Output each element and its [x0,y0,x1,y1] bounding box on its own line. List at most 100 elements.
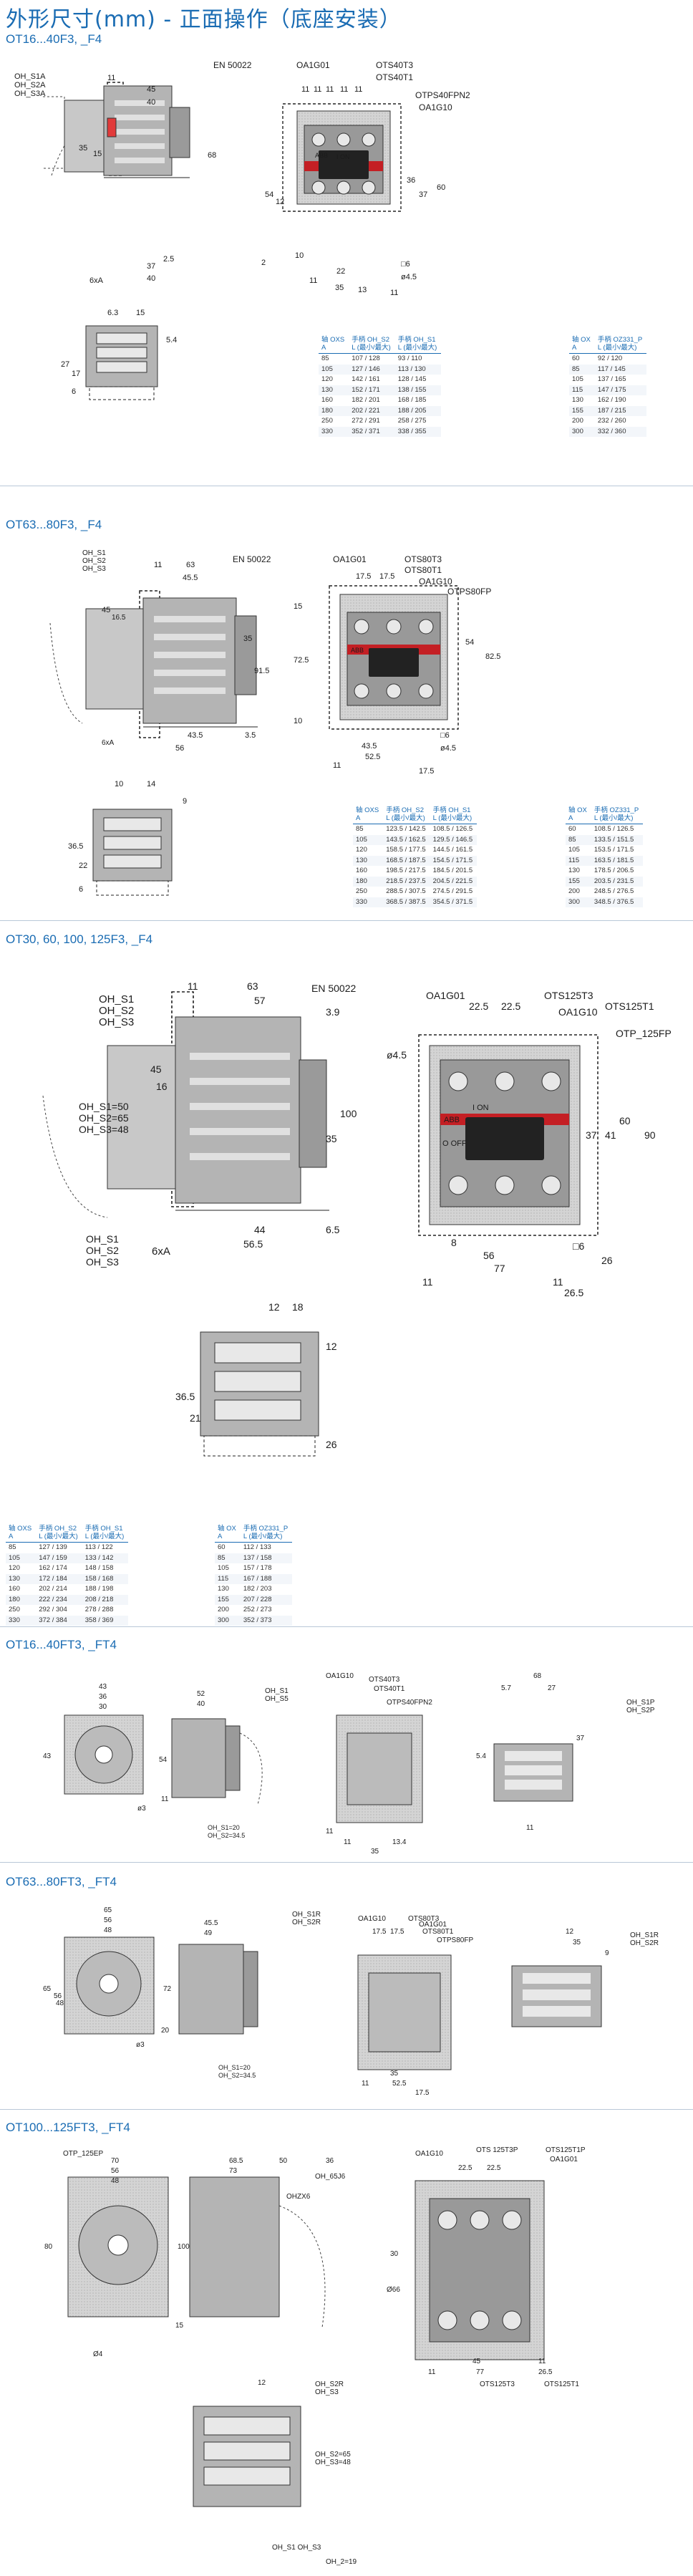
dim: 22.5 [458,2164,472,2172]
header-unit: L (最小/最大) [84,1533,125,1540]
dim: □6 [440,731,450,740]
dim: 5.7 [501,1684,511,1692]
dim: 9 [183,797,187,806]
dim: 11 [188,980,198,992]
dim: 11 [161,1795,169,1803]
s2-side-view [49,590,258,738]
dim: 5.4 [476,1752,486,1760]
label-off-3: O OFF [442,1139,467,1148]
dim: 44 [254,1224,266,1235]
table-cell: 330 [6,1615,37,1626]
label-oa1g01-3: OA1G01 [426,990,465,1001]
dim: 26.5 [564,1287,583,1298]
dim: OH_S1=20 [208,1824,240,1831]
dim: OH_S2=34.5 [208,1832,245,1839]
table-cell: 144.5 / 161.5 [432,846,473,854]
dim: 11 [326,1828,334,1835]
dim: 40 [147,98,155,107]
dim: 8 [451,1237,457,1248]
dim: 26 [601,1255,613,1266]
dim: 27 [548,1684,556,1692]
table-cell: 60 [568,825,576,833]
header-unit: L (最小/最大) [593,814,634,822]
table-cell: 130 [319,385,349,395]
table-cell: 180 [319,405,349,416]
label-abb-1: ABB [315,152,328,159]
dim: 77 [494,1263,505,1274]
table-cell: 85 [321,354,329,362]
header-unit: L (最小/最大) [243,1533,283,1540]
label-ots80t1-5: OTS80T1 [422,1928,454,1936]
table-cell: 222 / 234 [36,1594,82,1605]
table-cell: 208 / 218 [82,1594,129,1605]
dim: 77 [476,2368,485,2376]
label-on-3: I ON [472,1104,489,1112]
table-cell: 130 [568,867,580,874]
table-cell: 203.5 / 231.5 [591,876,644,887]
dim: 11 [344,1838,352,1846]
dim: 6 [79,885,83,894]
table-cell: 154.5 / 171.5 [430,855,478,866]
dim: 14 [147,780,155,788]
dim: 13.4 [392,1838,407,1846]
dim: 57 [254,995,266,1006]
table-cell: 105 [218,1564,229,1572]
dim: 100 [178,2243,190,2251]
label-ots80t1: OTS80T1 [404,565,442,575]
dim: 11 [301,85,309,94]
header-label: 手柄 OZ331_P [597,336,643,344]
label-oh-s1-50: OH_S1=50 [79,1101,129,1112]
dim: 35 [79,144,87,153]
dim: 54 [465,638,474,647]
label-oh-s3-3: OH_S3 [99,1016,134,1028]
dim: 2.5 [163,255,174,264]
table-cell: 113 / 122 [84,1543,113,1551]
table-cell: 180 [6,1594,37,1605]
label-oh-s2a: OH_S2A [14,81,46,90]
s1-front-view [282,103,402,212]
table-cell: 187 / 215 [594,405,647,416]
dim: 22.5 [469,1000,488,1012]
table-cell: 163.5 / 181.5 [591,855,644,866]
table-cell: 105 [319,364,349,375]
section-divider [0,1862,693,1863]
table-cell: 153.5 / 171.5 [593,846,634,854]
table-cell: 354.5 / 371.5 [430,897,478,907]
header-label: 手柄 OH_S1 [84,1525,123,1533]
dim: 49 [204,1929,213,1937]
dim: 30 [99,1703,107,1711]
label-otps40fpn2-4: OTPS40FPN2 [387,1699,432,1707]
dim: 35 [573,1939,581,1947]
header-label: 手柄 OZ331_P [243,1525,289,1533]
header-label: 轴 OX [568,806,587,814]
dim: 63 [247,980,258,992]
label-ohzx6: OHZX6 [286,2193,311,2201]
dim: 35 [371,1848,379,1856]
dim: 45 [147,85,155,94]
dim: 20 [161,2027,170,2035]
table-cell: 115 [215,1573,241,1584]
dim: 43 [43,1752,52,1760]
table-cell: 272 / 291 [352,417,380,425]
label-oa1g10-6: OA1G10 [415,2150,443,2158]
table-cell: 143.5 / 162.5 [383,834,430,845]
table-cell: 148 / 158 [84,1564,114,1572]
table-cell: 120 [321,375,333,383]
dim: ø4.5 [401,273,417,281]
label-oh-s1-4: OH_S1 [265,1687,289,1695]
dim: 17 [72,370,80,378]
header-label: 轴 OX [572,336,591,344]
header-unit: L (最小/最大) [397,344,437,352]
